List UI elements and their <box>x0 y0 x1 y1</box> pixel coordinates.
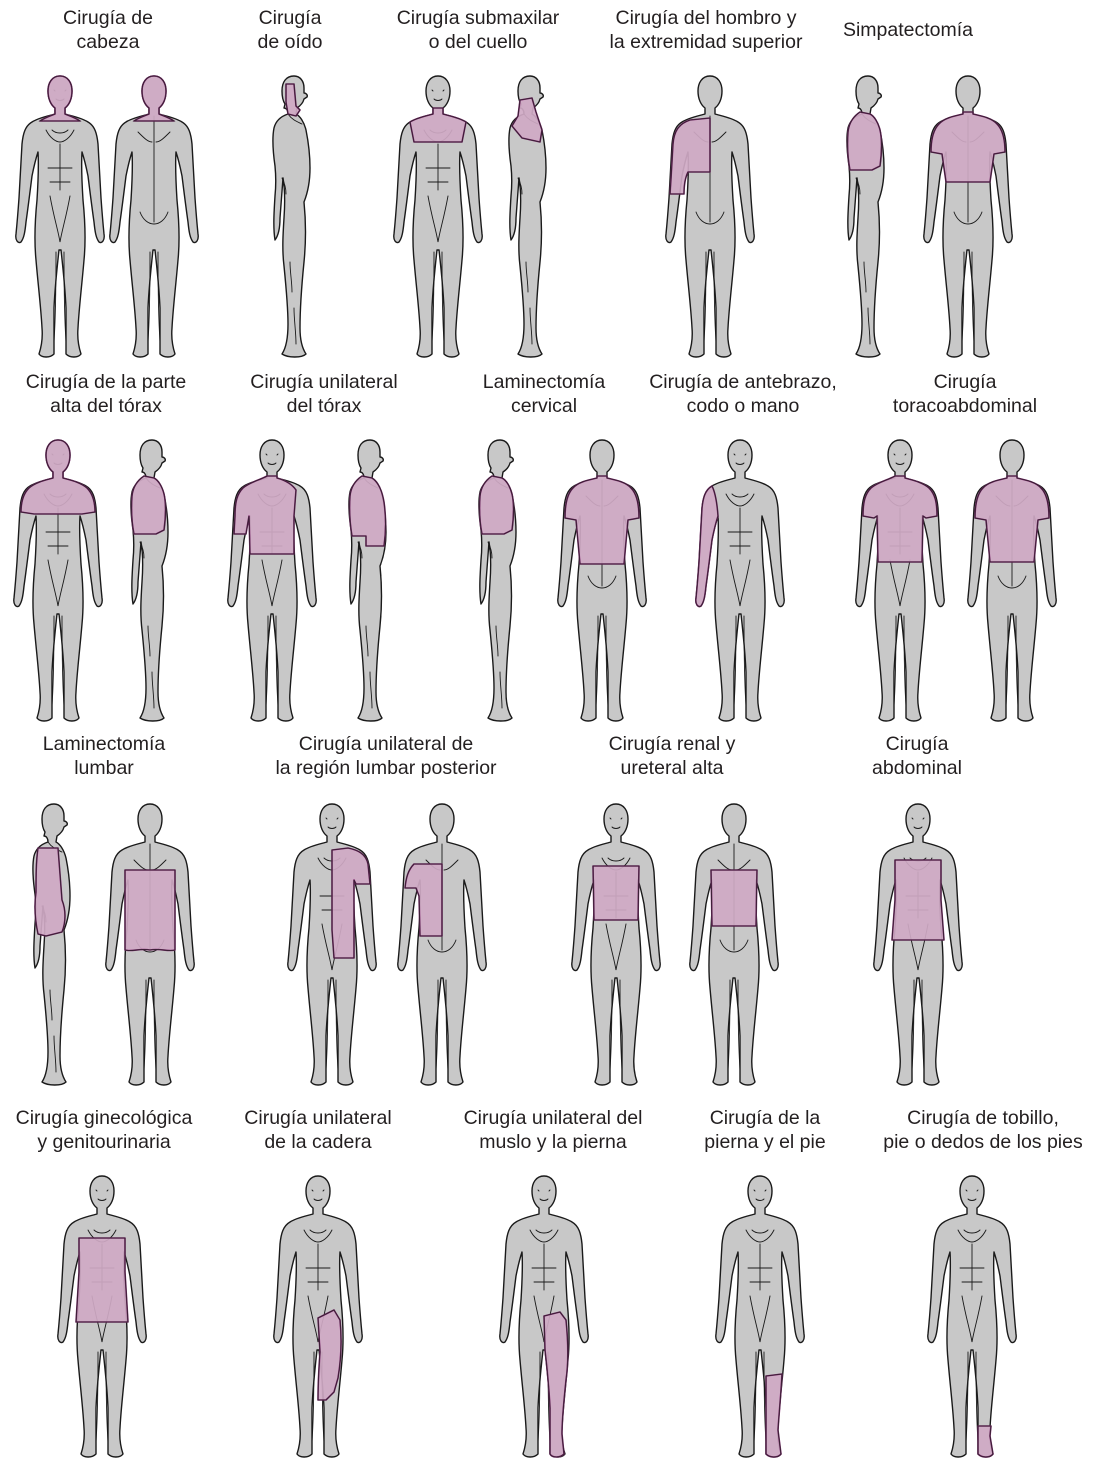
procedure-label-line: Cirugía de antebrazo, <box>613 370 873 394</box>
body-silhouette <box>928 1176 1016 1457</box>
procedure-label-line: lumbar <box>0 756 234 780</box>
procedure-label: Laminectomíalumbar <box>0 732 234 780</box>
procedure-label-line: Cirugía submaxilar <box>348 6 608 30</box>
body-figure-back <box>392 800 492 1090</box>
body-silhouette <box>716 1176 804 1457</box>
procedure-label-line: Laminectomía <box>0 732 234 756</box>
procedure-label: Cirugía de antebrazo,codo o mano <box>613 370 873 418</box>
body-silhouette <box>274 1176 362 1457</box>
procedure-label: Simpatectomía <box>778 18 1038 42</box>
body-figure-back <box>552 436 652 726</box>
body-figure-front <box>922 1172 1022 1462</box>
body-figure-front <box>52 1172 152 1462</box>
procedure-label-line: o del cuello <box>348 30 608 54</box>
prep-area-shading <box>931 112 1005 182</box>
body-figure-back <box>100 800 200 1090</box>
procedure-label: Cirugíaabdominal <box>787 732 1047 780</box>
body-figure-side <box>100 436 200 726</box>
body-silhouette <box>696 440 784 721</box>
body-figure-front <box>268 1172 368 1462</box>
procedure-label: Cirugía submaxilaro del cuello <box>348 6 608 54</box>
body-figure-back <box>918 72 1018 362</box>
body-figure-back <box>104 72 204 362</box>
body-figure-side <box>448 436 548 726</box>
body-figure-side <box>478 72 578 362</box>
body-silhouette <box>572 804 660 1085</box>
procedure-label: Cirugía unilateral dela región lumbar po… <box>256 732 516 780</box>
body-silhouette <box>874 804 962 1085</box>
prep-area-shading <box>410 108 466 142</box>
body-figure-front <box>566 800 666 1090</box>
prep-area-shading <box>76 1238 128 1322</box>
body-figure-front <box>850 436 950 726</box>
procedure-label-line: la región lumbar posterior <box>256 756 516 780</box>
prep-area-shading <box>711 870 757 926</box>
procedure-label-line: Cirugía unilateral <box>188 1106 448 1130</box>
body-figure-front <box>282 800 382 1090</box>
procedure-label-line: ureteral alta <box>542 756 802 780</box>
body-figure-side <box>2 800 102 1090</box>
prep-area-shading <box>593 866 639 920</box>
prep-area-shading <box>21 440 95 514</box>
prep-area-shading <box>975 476 1049 562</box>
body-silhouette <box>288 804 376 1085</box>
body-figure-front <box>388 72 488 362</box>
body-figure-back <box>962 436 1062 726</box>
procedure-label-line: de la cadera <box>188 1130 448 1154</box>
procedure-label-line: Cirugía <box>787 732 1047 756</box>
prep-area-shading <box>892 860 944 940</box>
procedure-label: Cirugía unilateralde la cadera <box>188 1106 448 1154</box>
procedure-label-line: toracoabdominal <box>835 394 1095 418</box>
procedure-label: Cirugía renal yureteral alta <box>542 732 802 780</box>
procedure-label-line: Cirugía unilateral de <box>256 732 516 756</box>
procedure-label-line: abdominal <box>787 756 1047 780</box>
body-figure-side <box>242 72 342 362</box>
prep-area-shading <box>125 870 175 951</box>
body-figure-back <box>684 800 784 1090</box>
procedure-label-line: Simpatectomía <box>778 18 1038 42</box>
procedure-label-line: Cirugía renal y <box>542 732 802 756</box>
procedure-label: Cirugía de tobillo,pie o dedos de los pi… <box>853 1106 1095 1154</box>
prep-area-shading <box>134 76 174 121</box>
body-figure-front <box>868 800 968 1090</box>
body-figure-back <box>660 72 760 362</box>
body-figure-side <box>318 436 418 726</box>
prep-area-shading <box>544 1312 568 1457</box>
body-figure-front <box>222 436 322 726</box>
body-figure-front <box>710 1172 810 1462</box>
body-figure-side <box>816 72 916 362</box>
procedure-label-line: codo o mano <box>613 394 873 418</box>
procedure-label-line: pie o dedos de los pies <box>853 1130 1095 1154</box>
body-figure-front <box>8 436 108 726</box>
body-figure-front <box>494 1172 594 1462</box>
body-figure-front <box>10 72 110 362</box>
body-figure-front <box>690 436 790 726</box>
procedure-label: Cirugíatoracoabdominal <box>835 370 1095 418</box>
procedure-label-line: Cirugía <box>835 370 1095 394</box>
prep-area-shading <box>40 76 80 121</box>
procedure-label-line: Cirugía de tobillo, <box>853 1106 1095 1130</box>
